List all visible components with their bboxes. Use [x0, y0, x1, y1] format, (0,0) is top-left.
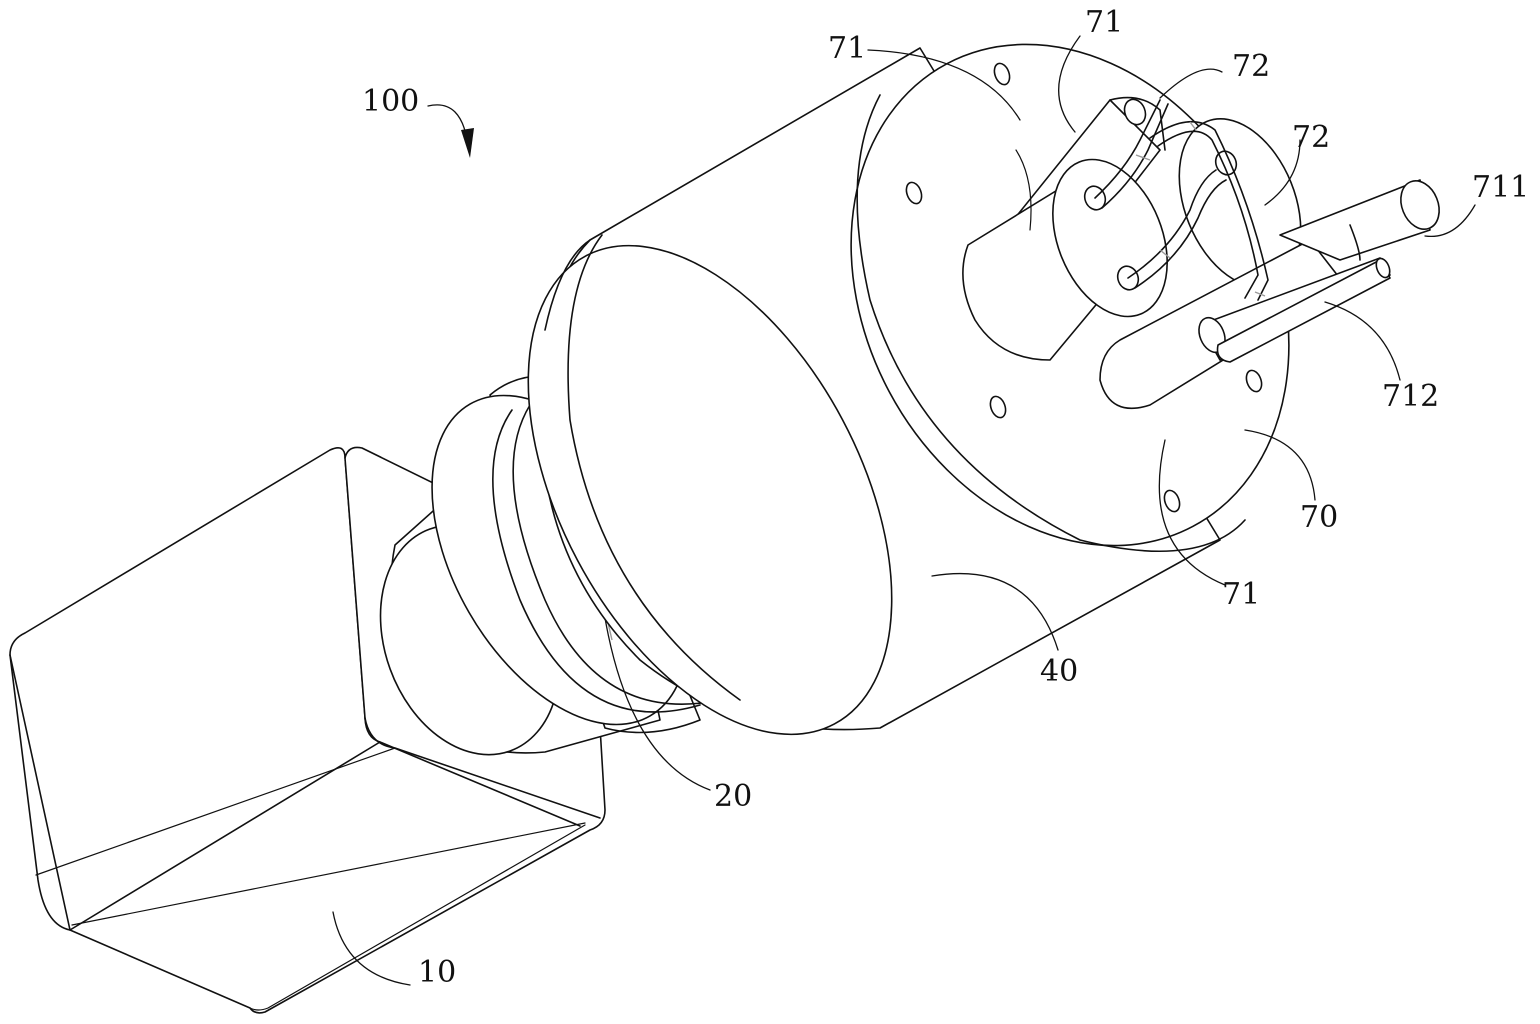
label-70: 70 [1300, 500, 1338, 535]
label-71-top-right: 71 [1085, 5, 1123, 40]
assembly-arrow [427, 104, 474, 158]
label-20: 20 [714, 779, 752, 814]
label-71-bottom: 71 [1222, 577, 1260, 612]
motor-body [9, 446, 606, 1014]
label-71-top-left: 71 [828, 31, 866, 66]
label-40: 40 [1040, 654, 1078, 689]
reference-labels: 100 10 20 40 70 71 71 71 72 72 711 712 [362, 5, 1529, 990]
label-72-top: 72 [1232, 49, 1270, 84]
label-712: 712 [1382, 379, 1439, 414]
label-100: 100 [362, 84, 419, 119]
label-72-right: 72 [1292, 120, 1330, 155]
label-711: 711 [1472, 170, 1529, 205]
post-upper [867, 49, 1168, 361]
housing-cylinder [527, 47, 1221, 736]
tube-712 [1216, 257, 1401, 381]
label-10: 10 [418, 955, 456, 990]
post-right [1178, 118, 1302, 288]
tube-711 [1279, 179, 1476, 261]
wire-harness [1058, 35, 1301, 301]
